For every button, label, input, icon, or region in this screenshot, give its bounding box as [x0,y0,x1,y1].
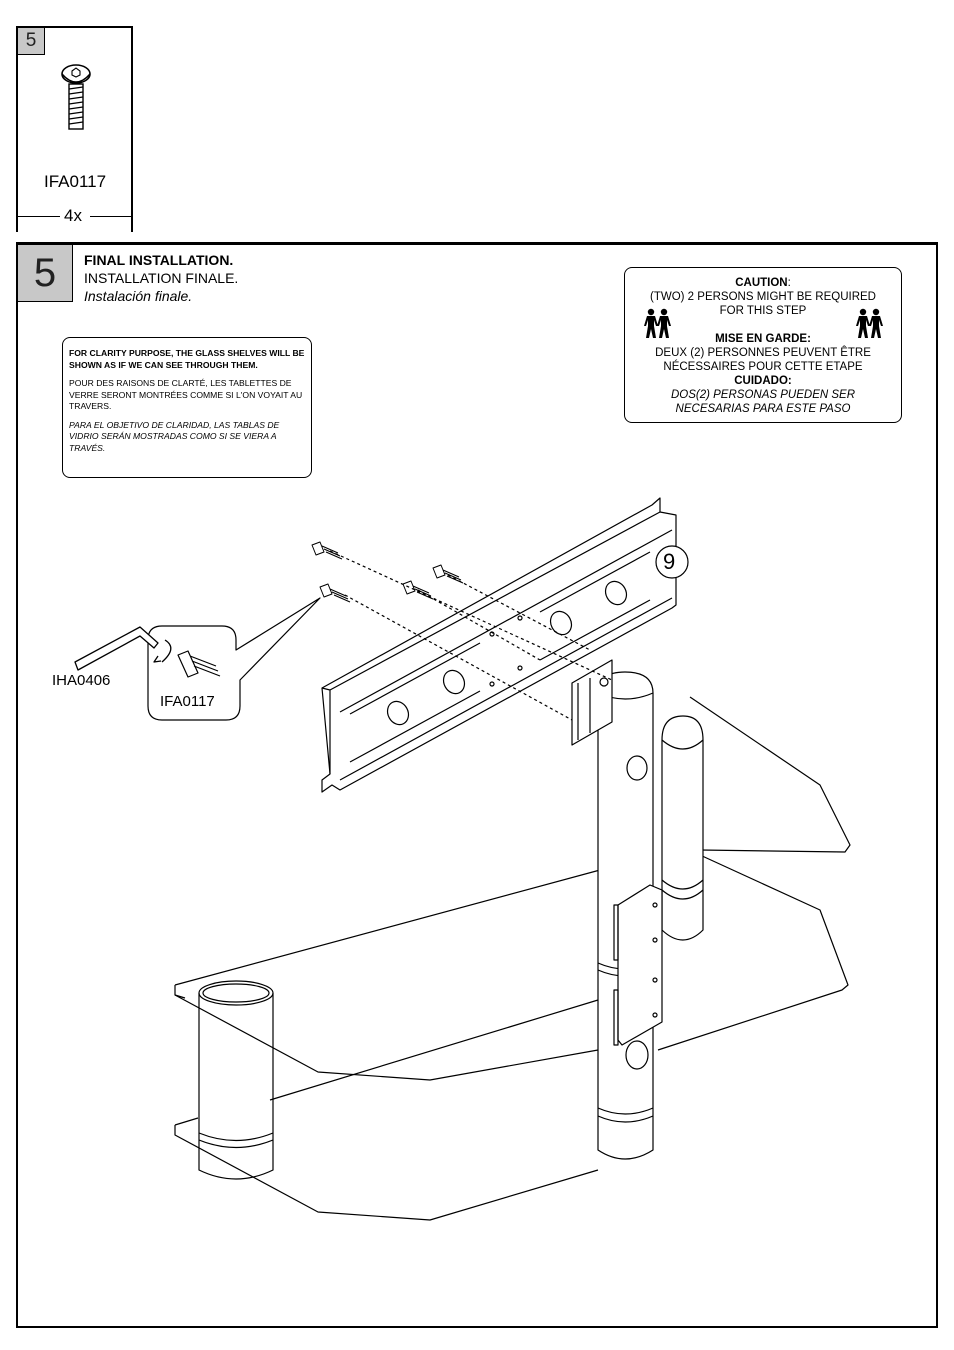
quantity-line-right [90,216,131,217]
title-french: INSTALLATION FINALE. [84,270,239,286]
caution-heading-es: CUIDADO: [734,375,792,387]
quantity-line-left [18,216,60,217]
quantity-label: 4x [64,206,82,225]
rear-support-column [661,715,704,941]
caution-text-es-1: DOS(2) PERSONAS PUEDEN SER [670,389,856,401]
main-post [571,659,663,1160]
step-title-block: FINAL INSTALLATION. INSTALLATION FINALE.… [84,251,238,305]
note-english: FOR CLARITY PURPOSE, THE GLASS SHELVES W… [69,348,305,370]
title-spanish: Instalación finale. [84,288,193,304]
caution-heading-en: CAUTION [735,277,788,289]
caution-text-fr-2: NÉCESSAIRES POUR CETTE ETAPE [663,361,863,373]
two-persons-icon [644,308,671,338]
bracket-number-circle [655,545,689,579]
parts-step-number: 5 [18,28,45,55]
step-frame: 5 FINAL INSTALLATION. INSTALLATION FINAL… [16,242,938,1328]
screw-icon [61,64,91,130]
two-persons-icon [856,308,883,338]
screw-code-label: IFA0117 [160,693,215,710]
caution-text-en-2: FOR THIS STEP [719,305,807,317]
bottom-glass-shelf [174,854,849,1221]
caution-box: CAUTION: (TWO) 2 PERSONS MIGHT BE REQUIR… [624,267,902,423]
tool-code-label: IHA0406 [52,672,111,689]
left-support-column [198,980,274,1180]
caution-text-es-2: NECESARIAS PARA ESTE PASO [675,403,851,415]
caution-colon: : [787,277,791,289]
title-english: FINAL INSTALLATION. [84,252,234,268]
part-code-label: IFA0117 [44,172,107,191]
bracket-number-label: 9 [663,549,676,574]
mounting-bracket [321,497,677,793]
caution-heading-fr: MISE EN GARDE: [715,333,811,345]
clarity-note: FOR CLARITY PURPOSE, THE GLASS SHELVES W… [62,337,312,478]
caution-text-fr-1: DEUX (2) PERSONNES PEUVENT ÊTRE [655,347,871,359]
parts-panel: 5 IFA0117 4x [16,26,133,232]
step-number: 5 [18,245,73,302]
top-glass-shelf [174,696,851,1081]
caution-text-en-1: (TWO) 2 PERSONS MIGHT BE REQUIRED [650,291,876,303]
allen-key-icon [74,626,172,671]
screws [311,541,464,603]
screw-detail-callout [147,597,321,721]
note-french: POUR DES RAISONS DE CLARTÉ, LES TABLETTE… [69,378,303,411]
note-spanish: PARA EL OBJETIVO DE CLARIDAD, LAS TABLAS… [69,419,280,453]
quantity-row: 4x [18,206,131,226]
